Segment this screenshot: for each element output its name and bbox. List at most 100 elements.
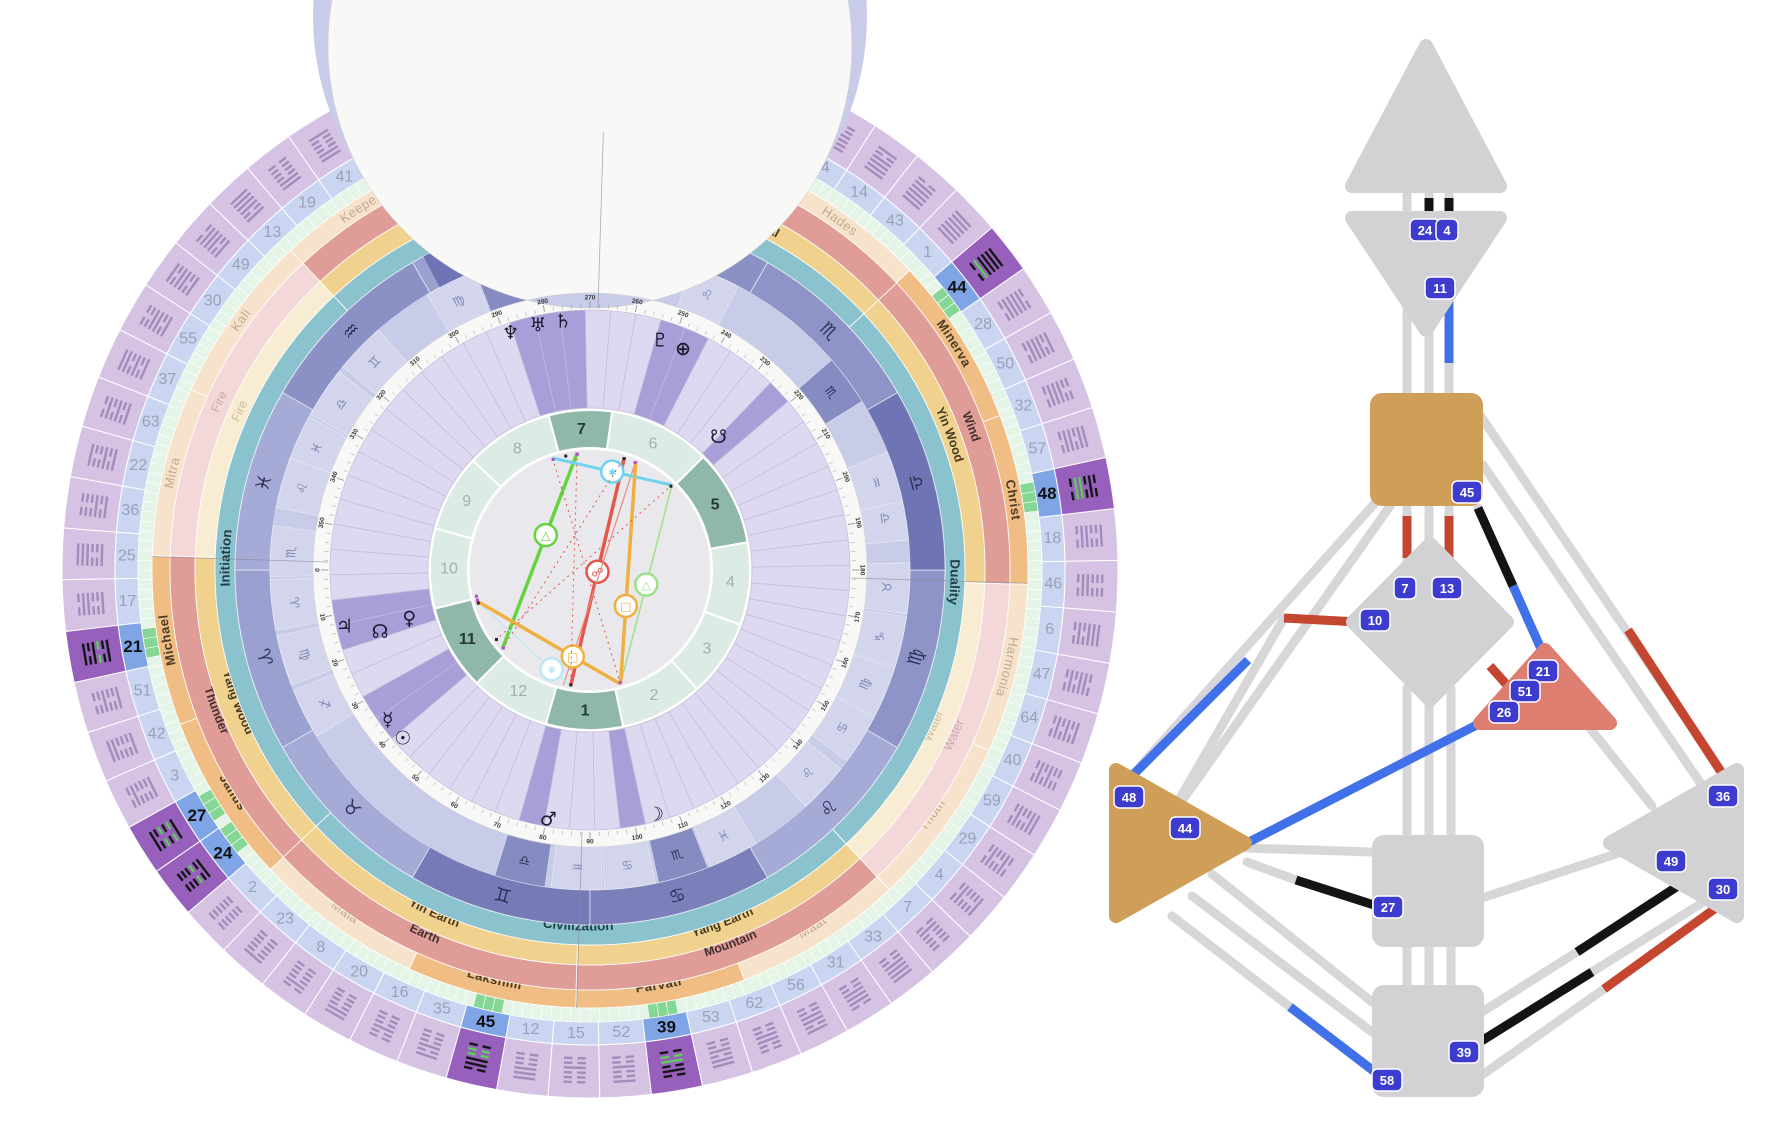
house-number-2: 2 bbox=[650, 687, 659, 704]
house-2 bbox=[614, 659, 699, 728]
svg-text:160: 160 bbox=[840, 656, 850, 669]
gate-badge-30[interactable]: 30 bbox=[1707, 877, 1739, 901]
house-6 bbox=[605, 410, 705, 486]
center-spleen bbox=[1109, 763, 1252, 923]
svg-text:△: △ bbox=[541, 529, 551, 543]
hexagram-glyph-23 bbox=[243, 929, 278, 965]
wedge-gate-33 bbox=[681, 692, 760, 784]
gate-number-7: 7 bbox=[903, 899, 912, 916]
gate-badge-13[interactable]: 13 bbox=[1431, 576, 1463, 600]
wedge-gate-19 bbox=[420, 356, 499, 448]
quarter-label-initiation: Initiation bbox=[217, 529, 234, 587]
gate-badge-11[interactable]: 11 bbox=[1424, 276, 1456, 300]
gate-badge-4[interactable]: 4 bbox=[1435, 218, 1459, 242]
gate-number-63: 63 bbox=[142, 413, 160, 430]
house-number-12: 12 bbox=[510, 683, 528, 700]
wedge-gate-36 bbox=[330, 523, 431, 558]
gate-number-24: 24 bbox=[213, 843, 232, 862]
hexagram-cell-46 bbox=[1062, 559, 1119, 613]
gate-badge-10[interactable]: 10 bbox=[1359, 608, 1391, 632]
hexagram-glyph-48 bbox=[1068, 474, 1099, 501]
hexagram-glyph-57 bbox=[1057, 425, 1089, 454]
wedge-gate-9 bbox=[648, 327, 709, 427]
hexagram-glyph-63 bbox=[99, 395, 132, 425]
hexagram-cell-17 bbox=[61, 578, 119, 633]
gate-badge-36[interactable]: 36 bbox=[1707, 784, 1739, 808]
planet-venus: ♀ bbox=[402, 607, 416, 629]
gate-badge-label-10: 10 bbox=[1368, 613, 1382, 628]
svg-text:250: 250 bbox=[677, 309, 690, 319]
svg-text:180: 180 bbox=[859, 565, 866, 576]
gate-number-22: 22 bbox=[129, 457, 147, 474]
channel bbox=[1242, 857, 1301, 885]
gate-badge-7[interactable]: 7 bbox=[1393, 576, 1417, 600]
center-head bbox=[1345, 39, 1507, 193]
sign-glyph-cancer: ♋ bbox=[666, 883, 688, 909]
hexagram-glyph-35 bbox=[415, 1028, 445, 1061]
wedge-gate-28 bbox=[722, 421, 818, 492]
gate-badge-39[interactable]: 39 bbox=[1448, 1040, 1480, 1064]
gate-badge-label-26: 26 bbox=[1497, 705, 1511, 720]
gate-badge-49[interactable]: 49 bbox=[1655, 849, 1687, 873]
wedge-gate-57 bbox=[743, 489, 845, 536]
gate-badge-21[interactable]: 21 bbox=[1527, 659, 1559, 683]
wedge-gate-39 bbox=[608, 727, 646, 829]
house-8 bbox=[471, 414, 560, 489]
gate-badge-45[interactable]: 45 bbox=[1451, 480, 1483, 504]
wedge-gate-55 bbox=[357, 429, 455, 497]
svg-text:♎: ♎ bbox=[876, 511, 893, 525]
svg-text:70: 70 bbox=[492, 821, 502, 830]
svg-text:♌: ♌ bbox=[294, 481, 312, 496]
planet-pluto: ♇ bbox=[652, 329, 669, 351]
svg-text:♏: ♏ bbox=[284, 546, 300, 559]
hexagram-glyph-49 bbox=[195, 223, 231, 258]
hexagram-glyph-25 bbox=[76, 543, 104, 567]
svg-text:340: 340 bbox=[329, 470, 339, 483]
gate-badge-51[interactable]: 51 bbox=[1509, 679, 1541, 703]
wedge-gate-47 bbox=[745, 598, 847, 642]
hexagram-glyph-62 bbox=[752, 1021, 783, 1055]
hexagram-glyph-27 bbox=[148, 818, 183, 852]
svg-text:♈: ♈ bbox=[285, 596, 301, 610]
channel-personality bbox=[1473, 506, 1518, 588]
svg-text:♍: ♍ bbox=[295, 647, 313, 663]
wedge-gate-64 bbox=[740, 613, 841, 666]
svg-text:∗: ∗ bbox=[547, 663, 557, 677]
gate-badge-label-44: 44 bbox=[1178, 821, 1193, 836]
svg-text:♋: ♋ bbox=[621, 858, 634, 874]
gate-badge-label-39: 39 bbox=[1457, 1045, 1471, 1060]
gate-number-32: 32 bbox=[1015, 397, 1033, 414]
house-5 bbox=[674, 455, 749, 550]
channel-design bbox=[1244, 708, 1503, 848]
svg-text:90: 90 bbox=[586, 839, 594, 846]
house-number-6: 6 bbox=[648, 435, 657, 452]
gate-number-13: 13 bbox=[264, 224, 282, 241]
svg-text:350: 350 bbox=[318, 516, 327, 528]
center-throat bbox=[1370, 393, 1483, 506]
sign-glyph-libra: ♎ bbox=[903, 472, 929, 494]
svg-text:♒: ♒ bbox=[867, 475, 885, 491]
gate-badge-26[interactable]: 26 bbox=[1488, 700, 1520, 724]
gate-badge-label-45: 45 bbox=[1460, 485, 1474, 500]
gate-badge-44[interactable]: 44 bbox=[1169, 816, 1201, 840]
gate-badge-27[interactable]: 27 bbox=[1372, 895, 1404, 919]
gate-number-62: 62 bbox=[745, 995, 763, 1012]
svg-text:0: 0 bbox=[315, 568, 322, 572]
wedge-gate-23 bbox=[409, 686, 491, 775]
hexagram-glyph-24 bbox=[176, 858, 211, 893]
house-number-8: 8 bbox=[513, 441, 522, 458]
channel bbox=[1477, 947, 1582, 1017]
hexagram-glyph-20 bbox=[324, 986, 357, 1021]
aspect-chip-sextile bbox=[600, 459, 625, 484]
center-sacral bbox=[1372, 835, 1484, 947]
gate-number-3: 3 bbox=[170, 767, 179, 784]
gate-badge-58[interactable]: 58 bbox=[1371, 1068, 1403, 1092]
sign-glyph-gemini: ♊ bbox=[492, 883, 514, 909]
channel bbox=[1165, 501, 1395, 823]
planet-mars: ♂ bbox=[540, 809, 557, 831]
gate-badge-48[interactable]: 48 bbox=[1113, 785, 1145, 809]
gate-badge-label-11: 11 bbox=[1433, 281, 1447, 296]
house-1 bbox=[544, 686, 625, 731]
svg-text:150: 150 bbox=[820, 699, 832, 712]
hexagram-glyph-56 bbox=[796, 1001, 828, 1035]
